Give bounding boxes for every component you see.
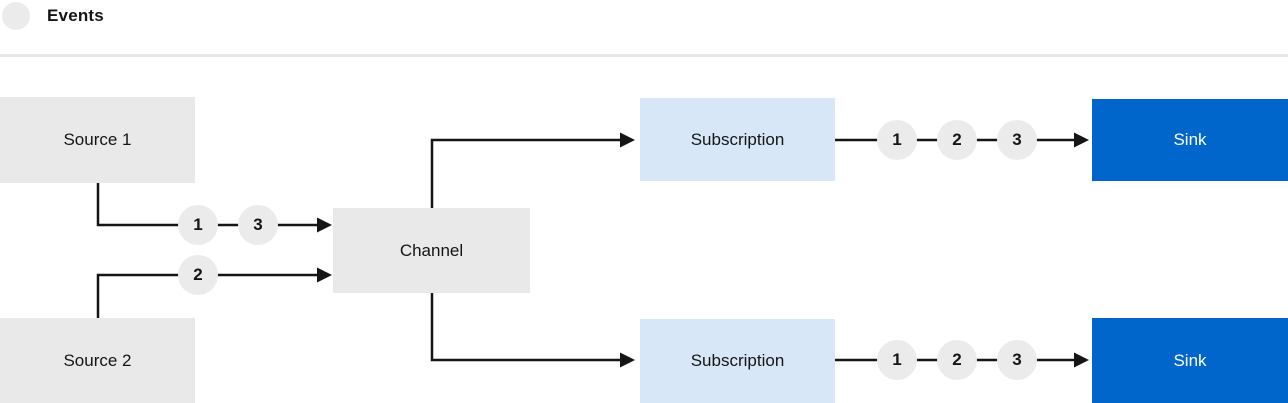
arrowhead-icon <box>1074 352 1089 368</box>
subscription-bottom-node: Subscription <box>640 319 835 403</box>
event-circle: 2 <box>937 120 977 160</box>
event-circle: 3 <box>997 120 1037 160</box>
legend: Events <box>2 2 104 30</box>
connector-source2-channel <box>96 273 318 318</box>
event-circle: 2 <box>937 340 977 380</box>
arrowhead-icon <box>317 217 332 233</box>
arrowhead-icon <box>620 132 635 148</box>
event-circle: 3 <box>997 340 1037 380</box>
channel-node: Channel <box>333 208 530 293</box>
event-circle: 1 <box>877 120 917 160</box>
legend-label: Events <box>47 6 104 25</box>
subscription-top-node: Subscription <box>640 98 835 181</box>
event-circle: 3 <box>238 205 278 245</box>
arrowhead-icon <box>317 267 332 283</box>
connector-channel-subscription-top <box>430 138 621 208</box>
sink-bottom-node: Sink <box>1092 318 1288 403</box>
source-2-node: Source 2 <box>0 318 195 403</box>
separator <box>0 54 1288 57</box>
sink-top-node: Sink <box>1092 99 1288 181</box>
arrowhead-icon <box>620 352 635 368</box>
event-circle: 1 <box>178 205 218 245</box>
event-circle: 1 <box>877 340 917 380</box>
arrowhead-icon <box>1074 132 1089 148</box>
event-circle-icon <box>2 2 30 30</box>
connector-channel-subscription-bottom <box>430 293 621 362</box>
source-1-node: Source 1 <box>0 97 195 183</box>
event-circle: 2 <box>178 255 218 295</box>
